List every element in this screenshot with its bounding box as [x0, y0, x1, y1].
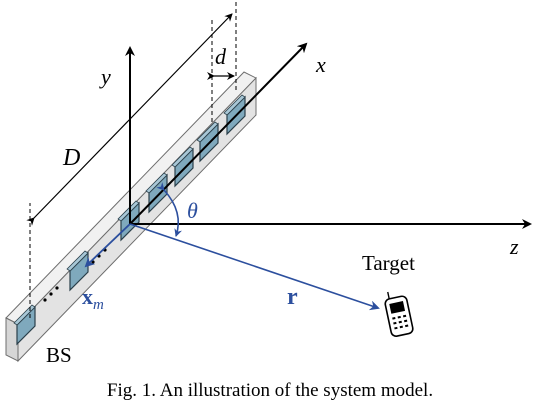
spacing-dimension	[207, 18, 235, 122]
aperture-arrow	[26, 13, 233, 226]
angle-arc	[156, 182, 183, 237]
base-station-label: BS	[46, 343, 72, 367]
spacing-label: d	[215, 44, 227, 69]
z-axis-label: z	[509, 234, 519, 259]
element-vector-subscript: m	[93, 297, 104, 313]
mobile-phone-icon	[384, 291, 414, 337]
target-vector-label: r	[287, 284, 298, 310]
x-axis-label: x	[315, 52, 326, 77]
target-label: Target	[362, 251, 415, 275]
element-vector-main: x	[82, 284, 93, 309]
aperture-dimension	[26, 0, 237, 318]
figure-caption: Fig. 1. An illustration of the system mo…	[106, 382, 434, 400]
element-position-vector	[84, 223, 131, 268]
target-vector	[129, 223, 380, 311]
aperture-label: D	[62, 145, 80, 171]
element-vector-label: xm	[82, 284, 104, 313]
angle-label: θ	[187, 198, 198, 223]
y-axis-label: y	[99, 64, 111, 89]
x-axis	[129, 42, 308, 225]
antenna-element-m	[66, 250, 89, 292]
